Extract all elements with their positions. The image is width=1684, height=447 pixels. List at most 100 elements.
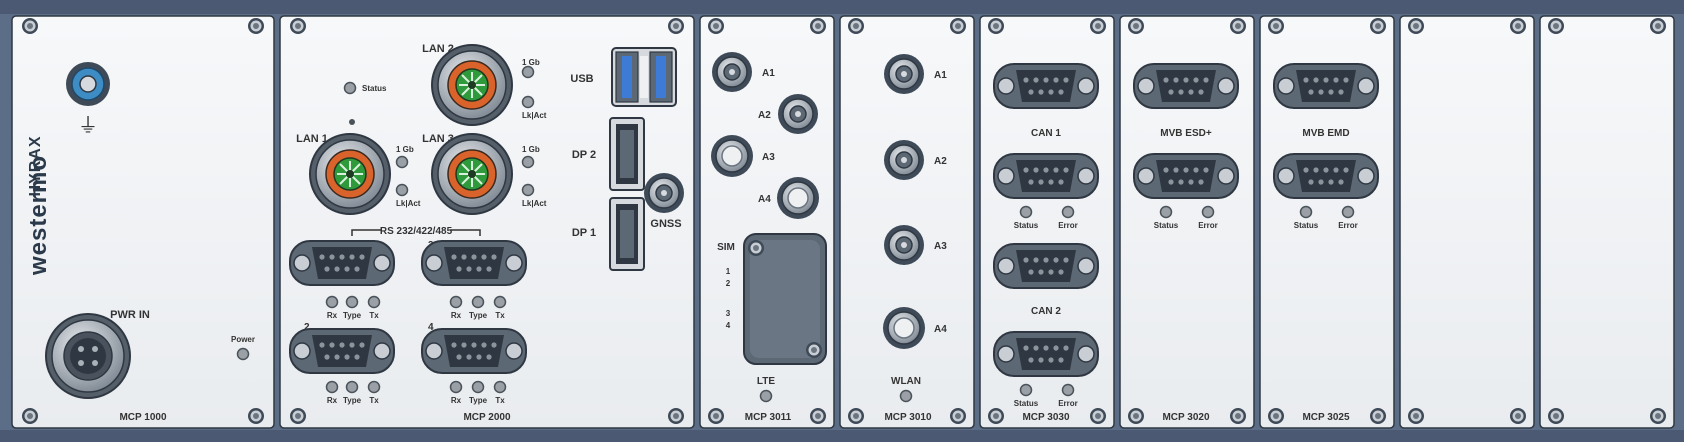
can1-port-a[interactable] [993, 63, 1099, 109]
lan2-speed-label: 1 Gb [522, 58, 540, 67]
mvb-esd-label: MVB ESD+ [1160, 128, 1212, 139]
can1-status-led [1019, 205, 1033, 219]
serial2-number: 2 [304, 322, 310, 333]
usb-label: USB [570, 73, 593, 85]
can1-error-label: Error [1058, 221, 1078, 230]
sim-slot-1: 1 [726, 267, 731, 276]
lan3-speed-label: 1 Gb [522, 145, 540, 154]
pwr-in-label: PWR IN [110, 309, 150, 321]
module-name-mcp3011: MCP 3011 [745, 412, 792, 423]
serial4-rx-label: Rx [451, 396, 462, 405]
sim-slot-2: 2 [726, 279, 731, 288]
lan3-speed-led [521, 155, 535, 169]
mcp3011-antenna-a2[interactable] [777, 93, 819, 135]
mcp3011-a2-label: A2 [758, 110, 771, 121]
lan1-speed-label: 1 Gb [396, 145, 414, 154]
status-led-label: Status [362, 84, 387, 93]
dp2-label: DP 2 [572, 149, 596, 161]
lan2-port[interactable] [431, 44, 513, 126]
dp1-port[interactable] [609, 197, 645, 271]
wlan-label: WLAN [891, 376, 921, 387]
can2-error-label: Error [1058, 399, 1078, 408]
mvb-esd-error-label: Error [1198, 221, 1218, 230]
serial1-type-label: Type [343, 311, 362, 320]
serial2-tx-label: Tx [369, 396, 379, 405]
serial4-type-label: Type [469, 396, 488, 405]
module-name-mcp2000: MCP 2000 [463, 412, 511, 423]
mvb-esd-status-label: Status [1154, 221, 1179, 230]
can2-port-b[interactable] [993, 331, 1099, 377]
module-name-mcp3025: MCP 3025 [1302, 412, 1350, 423]
gnss-label: GNSS [650, 218, 681, 230]
mvb-emd-status-led [1299, 205, 1313, 219]
blank-slot-1 [1399, 15, 1535, 429]
mvb-emd-error-led [1341, 205, 1355, 219]
mvb-emd-port-b[interactable] [1273, 153, 1379, 199]
serial4-number: 4 [428, 322, 434, 333]
power-led [236, 347, 250, 361]
serial2-leds [325, 380, 381, 394]
serial4-tx-label: Tx [495, 396, 505, 405]
serial4-port[interactable] [421, 328, 527, 374]
usb-ports[interactable] [611, 47, 677, 107]
serial3-rx-label: Rx [451, 311, 462, 320]
lan3-link-label: Lk|Act [522, 199, 547, 208]
serial1-rx-label: Rx [327, 311, 338, 320]
mcp3011-a3-label: A3 [762, 152, 775, 163]
module-name-mcp1000: MCP 1000 [119, 412, 167, 423]
serial2-rx-label: Rx [327, 396, 338, 405]
sim-cover[interactable] [743, 233, 827, 365]
can2-status-label: Status [1014, 399, 1039, 408]
serial2-type-label: Type [343, 396, 362, 405]
mcp3010-antenna-a1[interactable] [883, 53, 925, 95]
sim-label: SIM [717, 242, 735, 253]
can1-error-led [1061, 205, 1075, 219]
can1-port-b[interactable] [993, 153, 1099, 199]
earth-terminal[interactable] [66, 62, 110, 106]
mvb-esd-port-b[interactable] [1133, 153, 1239, 199]
serial3-port[interactable] [421, 240, 527, 286]
module-name-mcp3010: MCP 3010 [884, 412, 932, 423]
lan1-speed-led [395, 155, 409, 169]
brand-logo: westermo [25, 155, 52, 276]
mcp3011-antenna-a3[interactable] [710, 134, 754, 178]
rs-header-label: RS 232/422/485 [380, 226, 453, 237]
lan1-label: LAN 1 [296, 133, 328, 145]
mvb-emd-port-a[interactable] [1273, 63, 1379, 109]
power-input-connector[interactable] [45, 313, 131, 399]
lan2-speed-led [521, 65, 535, 79]
lte-led [759, 389, 773, 403]
sim-slot-3: 3 [726, 309, 731, 318]
mcp3010-antenna-a4[interactable] [882, 306, 926, 350]
serial1-leds [325, 295, 381, 309]
lan3-port[interactable] [431, 133, 513, 215]
dp2-port[interactable] [609, 117, 645, 191]
mcp3011-antenna-a1[interactable] [711, 51, 753, 93]
lan2-link-led [521, 95, 535, 109]
mcp3011-antenna-a4[interactable] [776, 176, 820, 220]
can2-port-a[interactable] [993, 243, 1099, 289]
mcp3010-antenna-a2[interactable] [883, 139, 925, 181]
can2-status-led [1019, 383, 1033, 397]
serial2-port[interactable] [289, 328, 395, 374]
serial1-port[interactable] [289, 240, 395, 286]
gnss-connector[interactable] [643, 172, 685, 214]
serial3-tx-label: Tx [495, 311, 505, 320]
lan1-link-led [395, 183, 409, 197]
module-mcp3020 [1119, 15, 1255, 429]
mvb-esd-port-a[interactable] [1133, 63, 1239, 109]
module-name-mcp3030: MCP 3030 [1022, 412, 1070, 423]
mcp3011-a1-label: A1 [762, 68, 775, 79]
lan2-link-label: Lk|Act [522, 111, 547, 120]
module-mcp3025 [1259, 15, 1395, 429]
mvb-esd-status-led [1159, 205, 1173, 219]
lte-label: LTE [757, 376, 775, 387]
mcp3010-antenna-a3[interactable] [883, 224, 925, 266]
dp1-label: DP 1 [572, 227, 596, 239]
lan1-port[interactable] [309, 133, 391, 215]
mcp3010-a2-label: A2 [934, 156, 947, 167]
lan3-label: LAN 3 [422, 133, 454, 145]
mcp3010-a4-label: A4 [934, 324, 947, 335]
power-led-label: Power [231, 335, 255, 344]
